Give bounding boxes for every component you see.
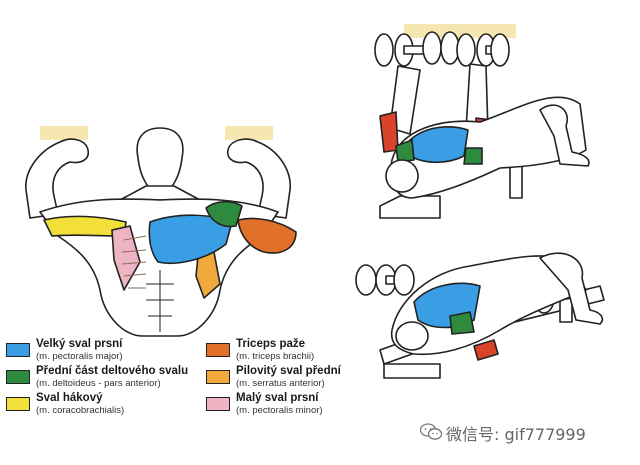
left-arm <box>25 138 90 219</box>
legend-latin: (m. deltoideus - pars anterior) <box>36 378 161 389</box>
watermark-text: 微信号: gif777999 <box>446 425 586 444</box>
legend-latin: (m. serratus anterior) <box>236 378 325 389</box>
bench-press-bottom-figure <box>355 252 605 379</box>
legend-swatch-pectoralis-major <box>6 343 30 357</box>
legend-name: Malý sval prsní <box>236 392 319 404</box>
tab-left <box>40 126 88 140</box>
deltoid-muscle <box>205 200 243 228</box>
head <box>136 127 184 195</box>
deltoid-bottom <box>449 311 475 335</box>
pectoral-top <box>409 126 469 164</box>
legend-swatch-coracobrachialis <box>6 397 30 411</box>
legend-latin: (m. triceps brachii) <box>236 351 315 362</box>
triceps-bottom <box>473 339 499 361</box>
head-top <box>385 159 419 193</box>
body-bottom <box>390 255 587 356</box>
wechat-icon <box>420 423 442 440</box>
tab-right <box>225 126 273 140</box>
legend-name: Velký sval prsní <box>36 338 123 350</box>
dumbbells-top <box>374 31 510 67</box>
neck <box>119 185 201 201</box>
pectoralis-minor-muscle <box>111 225 141 291</box>
legend-name: Pilovitý sval přední <box>236 365 341 377</box>
triceps-muscle <box>237 217 297 254</box>
front-figure <box>25 126 297 337</box>
legend-name: Triceps paže <box>236 338 306 350</box>
muscle-legend: Velký sval prsní (m. pectoralis major) P… <box>6 338 386 418</box>
legend-latin: (m. pectoralis minor) <box>236 405 323 416</box>
legend-swatch-deltoid <box>6 370 30 384</box>
legend-name: Sval hákový <box>36 392 103 404</box>
legend-latin: (m. pectoralis major) <box>36 351 123 362</box>
pectoralis-major-muscle <box>148 214 233 264</box>
legend-latin: (m. coracobrachialis) <box>36 405 125 416</box>
head-bottom <box>395 321 429 351</box>
legend-swatch-triceps <box>206 343 230 357</box>
right-arm <box>226 138 291 219</box>
legs-top <box>539 104 590 167</box>
deltoid-top <box>395 139 483 165</box>
abs <box>146 270 174 332</box>
legend-swatch-serratus <box>206 370 230 384</box>
legend-swatch-pectoralis-minor <box>206 397 230 411</box>
legend-name: Přední část deltového svalu <box>36 365 189 377</box>
ribs <box>121 235 147 289</box>
bench-press-top-figure <box>374 24 590 219</box>
legs-bottom <box>539 252 604 325</box>
